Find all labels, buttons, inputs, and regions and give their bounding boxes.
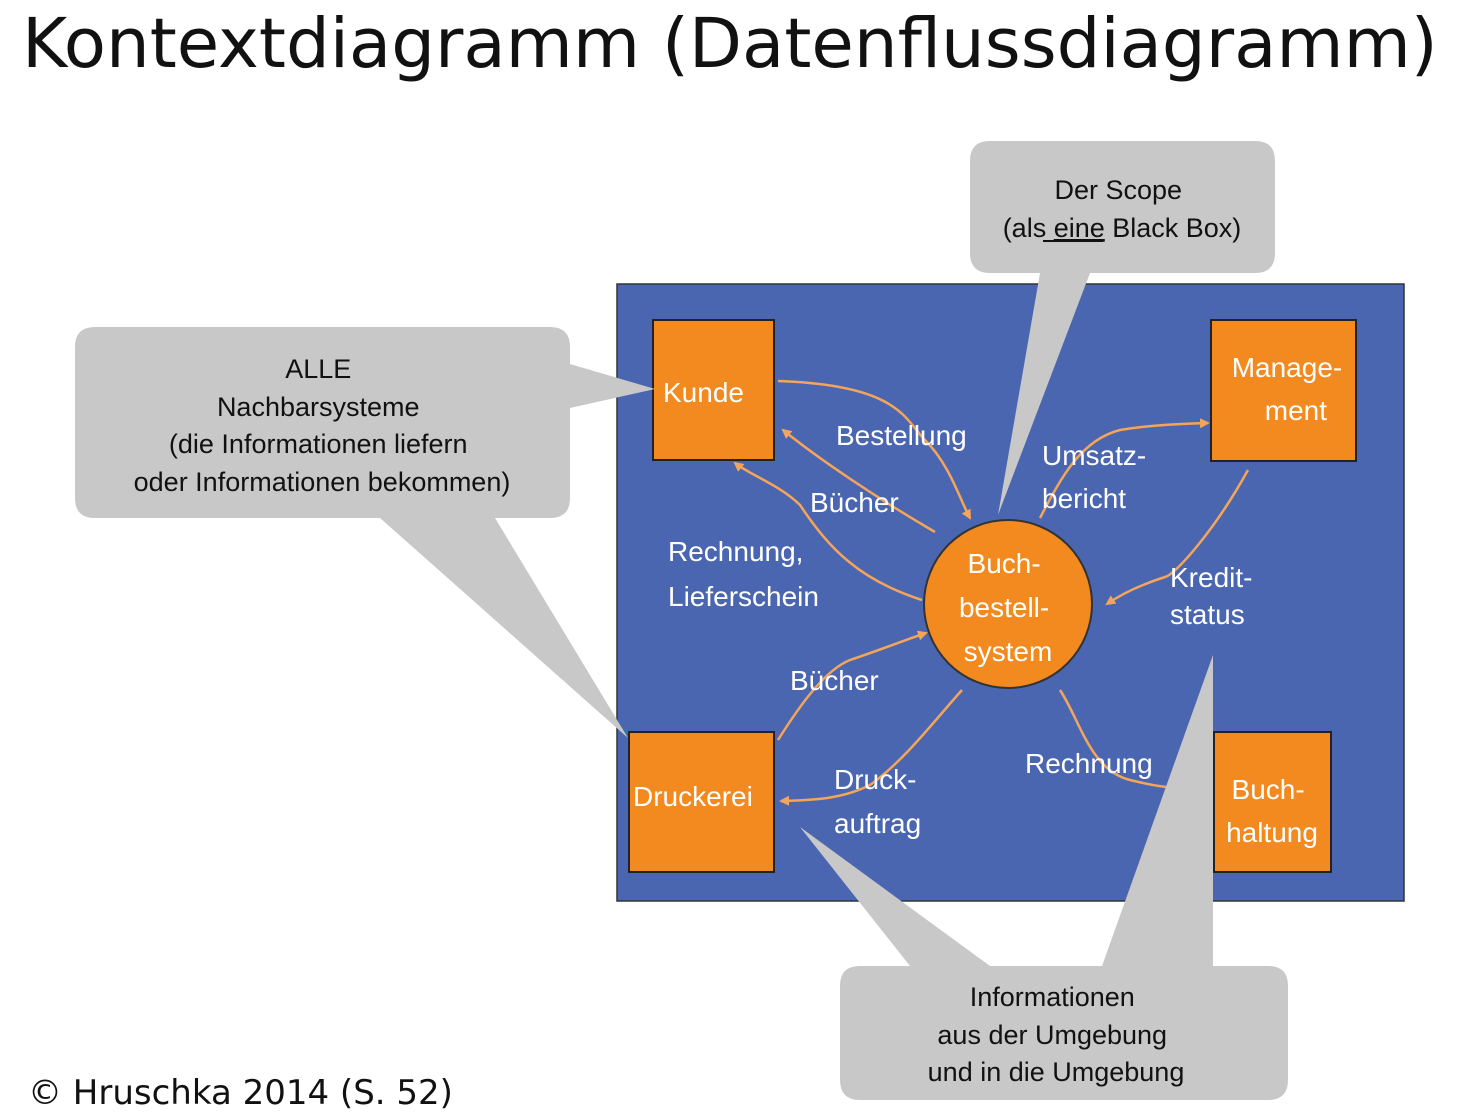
entity-box-management: [1210, 319, 1357, 462]
system-label: Buch- bestell- system: [959, 548, 1057, 667]
flow-arrow-rechnung: [1058, 689, 1176, 790]
entity-box-buchhaltung: [1213, 731, 1332, 873]
entity-label-kunde: Kunde: [663, 377, 744, 408]
flow-label-rechnung: Rechnung: [1025, 748, 1153, 779]
callout-environment-text: Informationen aus der Umgebung und in di…: [928, 982, 1185, 1087]
flow-label-rechnung-lieferschein: Rechnung, Lieferschein: [668, 536, 819, 612]
slide-title: Kontextdiagramm (Datenflussdiagramm): [22, 4, 1438, 84]
callout-neighbors-text: ALLE Nachbarsysteme (die Informationen l…: [134, 354, 511, 497]
flow-arrow-buecher-kunde: [781, 428, 936, 534]
entity-label-buchhaltung: Buch- haltung: [1226, 774, 1318, 848]
flow-label-bestellung: Bestellung: [836, 420, 967, 451]
entity-label-management: Manage- ment: [1232, 352, 1350, 426]
flow-label-druckauftrag: Druck- auftrag: [834, 764, 924, 839]
system-process-circle: [923, 519, 1093, 689]
callout-environment: Informationen aus der Umgebung und in di…: [800, 655, 1288, 1100]
flow-arrow-rechnung-lieferschein: [733, 461, 923, 602]
flow-label-buecher-kunde: Bücher: [810, 487, 899, 518]
entity-label-druckerei: Druckerei: [633, 781, 753, 812]
callout-neighbors: ALLE Nachbarsysteme (die Informationen l…: [75, 327, 655, 738]
entity-box-druckerei: [628, 731, 775, 873]
callout-scope-text: Der Scope (als eine Black Box): [1003, 175, 1242, 243]
flow-arrow-bestellung: [777, 379, 972, 520]
flow-label-buecher-druckerei: Bücher: [790, 665, 879, 696]
flow-arrow-kreditstatus: [1105, 469, 1250, 606]
flow-arrow-buecher-druckerei: [776, 630, 928, 741]
flow-label-kreditstatus: Kredit- status: [1170, 562, 1260, 630]
flow-arrow-umsatzbericht: [1038, 418, 1210, 519]
copyright-footer: © Hruschka 2014 (S. 52): [28, 1073, 453, 1113]
callout-scope-shape: [970, 141, 1275, 515]
callout-scope: Der Scope (als eine Black Box): [970, 141, 1275, 515]
entity-box-kunde: [652, 319, 775, 461]
callout-neighbors-shape: [75, 327, 655, 738]
flow-arrow-druckauftrag: [779, 689, 963, 806]
flow-label-umsatzbericht: Umsatz- bericht: [1042, 440, 1154, 514]
callout-environment-shape: [800, 655, 1288, 1100]
